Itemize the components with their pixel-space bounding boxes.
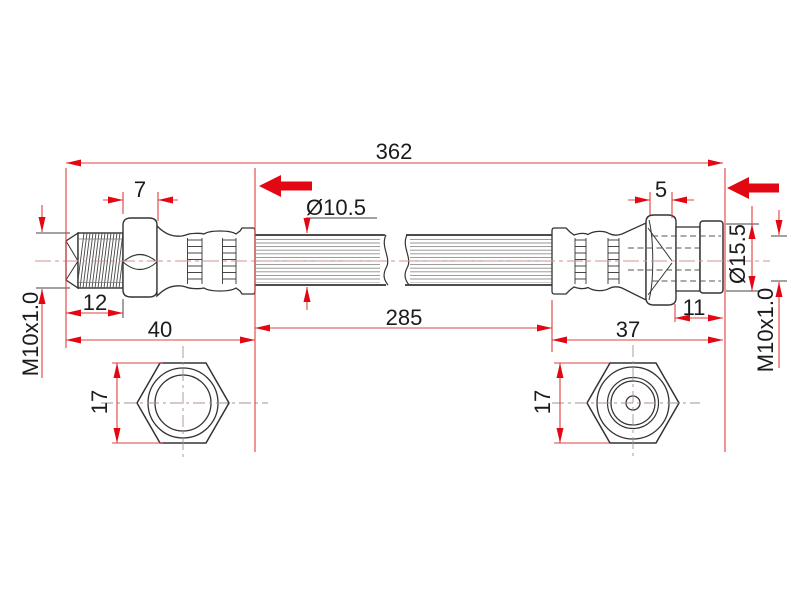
right-thread-spec: M10x1.0	[753, 287, 778, 373]
dim-end-fitting-diameter: Ø15.5	[725, 224, 750, 284]
hose	[255, 234, 553, 286]
centerlines	[35, 260, 770, 459]
dim-right-end-length: 11	[682, 295, 706, 320]
dim-left-hex-across-flats: 17	[87, 389, 112, 415]
hose-break-line-right	[404, 234, 410, 286]
hose-break-line-left	[383, 234, 389, 286]
dimension-lines	[38, 159, 783, 452]
dim-right-fitting-length: 37	[615, 317, 641, 342]
right-hex-nut	[645, 214, 677, 306]
dim-right-hex-across-flats: 17	[530, 389, 555, 415]
flow-arrow-right-icon	[727, 177, 779, 199]
left-fitting	[65, 217, 256, 298]
right-end-cylinder	[699, 220, 724, 294]
right-thread-hidden	[675, 226, 701, 292]
left-hex-nut	[122, 217, 158, 298]
dim-hose-diameter: Ø10.5	[306, 195, 366, 220]
dim-left-fitting-length: 40	[147, 317, 173, 342]
right-fitting	[551, 214, 724, 306]
left-thread-spec: M10x1.0	[18, 291, 43, 377]
flow-arrow-left-icon	[259, 175, 312, 197]
dim-hose-length: 285	[385, 305, 423, 330]
dim-left-hex-width: 7	[133, 177, 147, 202]
dim-right-hex-width: 5	[654, 177, 668, 202]
dim-overall-length: 362	[375, 139, 413, 164]
dim-left-thread-length: 12	[82, 290, 108, 315]
